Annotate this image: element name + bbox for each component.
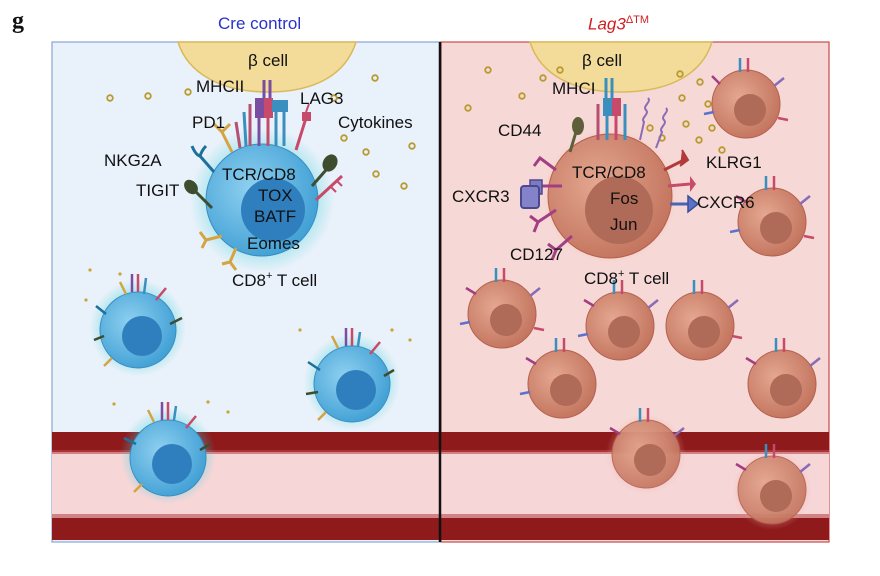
small-red-cell-5: [665, 280, 743, 361]
small-red-cell-3: [459, 268, 545, 349]
nucleus-jun-label: Jun: [610, 215, 637, 234]
lag3-receptor: [294, 103, 311, 151]
cytokine-dots-right: [464, 66, 726, 154]
right-title-sup: ΔTM: [625, 14, 650, 26]
tcr-cd8-label-left: TCR/CD8: [222, 165, 296, 184]
small-red-cell-2: [729, 176, 815, 257]
tigit-label: TIGIT: [136, 181, 179, 200]
tcr-cd8-complex-right: [596, 98, 627, 140]
cd8-main-right: CD8: [584, 269, 618, 288]
cxcr3-receptor: [520, 185, 540, 209]
tigit-receptor: [184, 179, 214, 210]
right-main-tcell: [520, 78, 700, 264]
small-blue-cell-3: [120, 402, 216, 504]
bottom-receptors-left-cell: [198, 231, 238, 271]
cd8-main-left: CD8: [232, 271, 266, 290]
small-blue-cell-2: [304, 328, 400, 430]
cytokine-dots-left: [106, 74, 416, 190]
left-main-tcell: [184, 80, 344, 272]
mhci-molecule: [604, 78, 614, 98]
nucleus-tox-label: TOX: [258, 186, 293, 205]
nkg2a-label: NKG2A: [104, 151, 162, 170]
cd8-tcell-label-left: CD8+ T cell: [232, 270, 317, 290]
nucleus-batf-label: BATF: [254, 207, 296, 226]
small-dots: [84, 268, 412, 414]
nucleus-eomes-label: Eomes: [247, 234, 300, 253]
lag3-label: LAG3: [300, 89, 343, 108]
mhcii-molecule: [262, 80, 272, 98]
beta-cell-left: [176, 41, 358, 93]
tcr-cd8-label-right: TCR/CD8: [572, 163, 646, 182]
cxcr6-label: CXCR6: [697, 193, 755, 212]
small-red-cell-1: [703, 58, 789, 139]
right-receptors-right-cell: [663, 149, 696, 192]
small-red-cell-7: [745, 338, 821, 419]
cd8-tcell-label-right: CD8+ T cell: [584, 268, 669, 288]
small-red-cell-4: [577, 280, 659, 361]
mhcii-label: MHCII: [196, 77, 244, 96]
right-receptors-left-cell: [310, 154, 344, 202]
small-red-cell-6: [519, 338, 597, 419]
beta-cell-right: [528, 41, 714, 93]
mhci-label: MHCI: [552, 79, 595, 98]
cd44-receptor: [568, 117, 584, 153]
right-panel-title: Lag3ΔTM: [588, 14, 649, 35]
small-red-cell-9: [732, 444, 812, 530]
cd8-sup-right: +: [618, 268, 624, 280]
cd127-receptor: [547, 234, 573, 261]
panel-letter: g: [12, 8, 24, 34]
beta-cell-label-right: β cell: [582, 51, 622, 70]
cxcr3-label: CXCR3: [452, 187, 510, 206]
pd1-label: PD1: [192, 113, 225, 132]
cd8-rest-left: T cell: [272, 271, 317, 290]
cd44-label: CD44: [498, 121, 541, 140]
small-blue-cell-1: [90, 274, 186, 376]
cd8-rest-right: T cell: [624, 269, 669, 288]
small-red-cell-8: [606, 408, 686, 494]
left-panel-title: Cre control: [218, 14, 302, 33]
cd127-label: CD127: [510, 245, 563, 264]
cytokines-label: Cytokines: [338, 113, 413, 132]
cd8-sup-left: +: [266, 270, 272, 282]
nucleus-fos-label: Fos: [610, 189, 638, 208]
nkg2a-receptor: [190, 144, 216, 173]
right-title-main: Lag3: [588, 14, 626, 34]
klrg1-squiggles: [639, 97, 668, 149]
beta-cell-label-left: β cell: [248, 51, 288, 70]
cxcr6-receptor: [670, 194, 700, 214]
pd1-receptor: [212, 111, 248, 153]
klrg1-label: KLRG1: [706, 153, 762, 172]
tcr-cd8-complex-left: [248, 98, 288, 146]
